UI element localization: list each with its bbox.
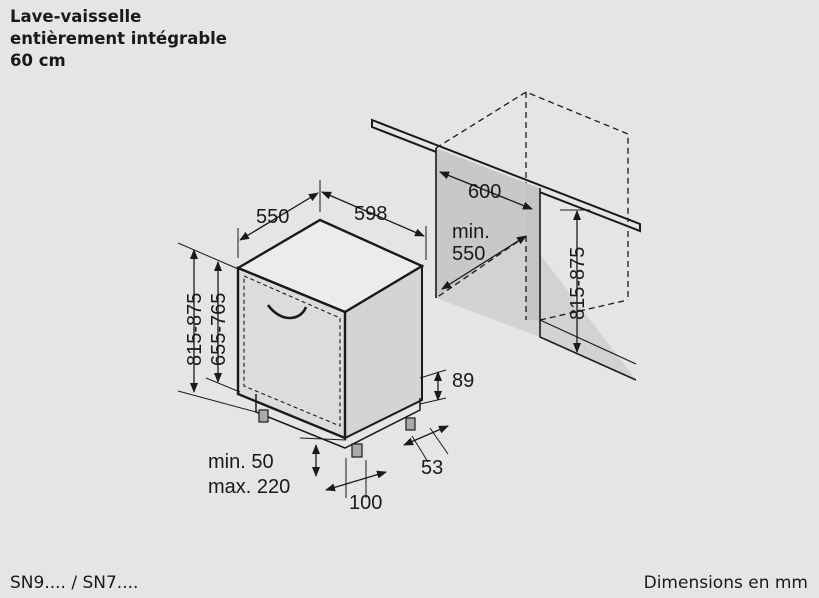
title-line-1: Lave-vaisselle xyxy=(10,7,142,26)
diagram-title: Lave-vaisselle entièrement intégrable 60… xyxy=(10,6,227,72)
foot-front xyxy=(351,443,363,458)
dishwasher-door xyxy=(236,266,347,440)
door-handle xyxy=(266,304,308,320)
dim-niche-depth-line1: min. xyxy=(452,221,490,243)
dim-plinth-height: 89 xyxy=(452,370,474,392)
dim-foot-offset: 100 xyxy=(349,492,382,514)
model-label: SN9.... / SN7.... xyxy=(10,573,139,593)
dim-niche-width: 600 xyxy=(468,181,501,203)
installation-niche xyxy=(371,91,641,381)
dim-depth: 550 xyxy=(256,206,289,228)
units-label: Dimensions en mm xyxy=(643,573,808,593)
niche-side-right xyxy=(526,183,540,320)
title-line-3: 60 cm xyxy=(10,51,66,70)
dim-height-door: 655-765 xyxy=(208,293,230,366)
dim-plinth-range-2: max. 220 xyxy=(208,476,290,498)
dim-plinth-offset: 53 xyxy=(421,457,443,479)
foot-left xyxy=(258,409,269,423)
dishwasher xyxy=(177,180,449,498)
dim-niche-height: 815-875 xyxy=(567,247,589,320)
dim-height-total: 815-875 xyxy=(184,293,206,366)
dim-plinth-range-1: min. 50 xyxy=(208,451,274,473)
dim-width: 598 xyxy=(354,203,387,225)
title-line-2: entièrement intégrable xyxy=(10,29,227,48)
dim-niche-depth-line2: 550 xyxy=(452,243,485,265)
foot-right xyxy=(405,417,416,431)
